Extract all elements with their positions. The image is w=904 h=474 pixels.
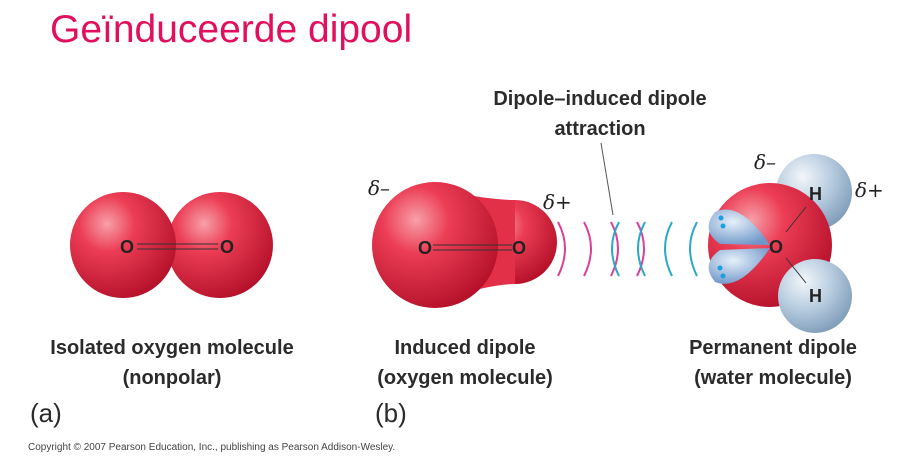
pointer-line [600,142,614,216]
water-molecule: O H H δ– δ+ [708,150,884,333]
oxygen-atom-sphere [70,192,176,298]
caption-line1: Induced dipole [394,337,536,359]
attraction-arcs [557,221,698,277]
induced-dipole-molecule: O O δ– δ+ [368,176,572,308]
attraction-label-line2: attraction [554,118,646,140]
caption-line2: (oxygen molecule) [377,367,553,389]
atom-label: O [512,238,526,258]
caption-line1: Isolated oxygen molecule [50,337,294,359]
caption-line2: (water molecule) [694,367,852,389]
caption-line1: Permanent dipole [689,337,857,359]
delta-plus-label: δ+ [855,178,884,202]
isolated-oxygen-molecule: O O [70,192,273,298]
permanent-dipole-caption: Permanent dipole (water molecule) [653,333,893,393]
attraction-label-line1: Dipole–induced dipole [493,88,707,110]
oxygen-atom-sphere [167,192,273,298]
atom-label: O [120,237,134,257]
delta-minus-label: δ– [754,150,776,174]
atom-label: O [220,237,234,257]
atom-label: H [809,286,822,306]
induced-dipole-caption: Induced dipole (oxygen molecule) [345,333,585,393]
atom-label: O [418,238,432,258]
caption-line2: (nonpolar) [122,367,222,389]
attraction-label: Dipole–induced dipole attraction [480,84,720,144]
hydrogen-atom-sphere [778,259,852,333]
slide-title: Geïnduceerde dipool [50,8,413,51]
lone-pair-lobe [708,209,770,245]
atom-label: H [809,184,822,204]
panel-a-label: (a) [30,398,62,428]
delta-plus-label: δ+ [543,190,572,214]
delta-minus-label: δ– [368,176,390,200]
copyright-notice: Copyright © 2007 Pearson Education, Inc.… [28,442,396,453]
panel-b-label: (b) [375,398,407,428]
isolated-oxygen-caption: Isolated oxygen molecule (nonpolar) [22,333,322,393]
atom-label: O [769,237,783,257]
